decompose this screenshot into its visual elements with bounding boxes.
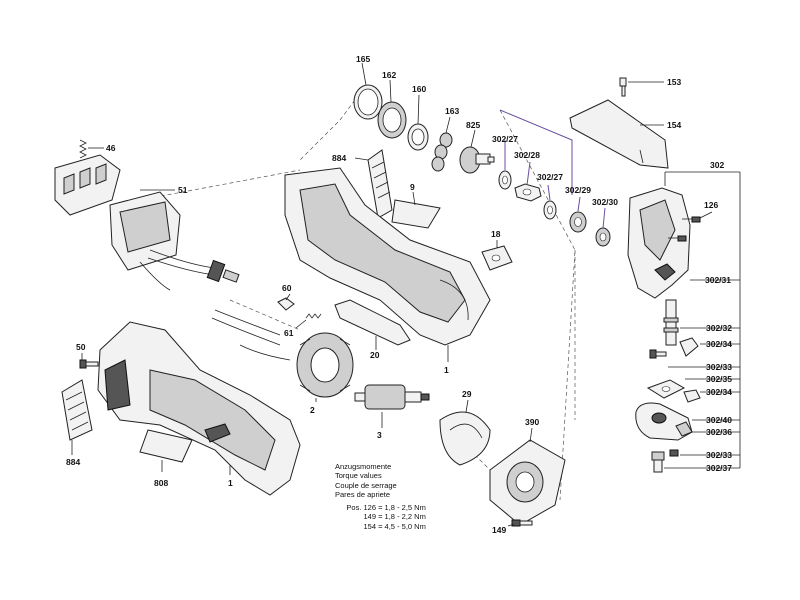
label-163: 163 bbox=[445, 106, 459, 116]
label-884-b: 884 bbox=[66, 457, 80, 467]
label-302-27-b: 302/27 bbox=[537, 172, 563, 182]
label-153: 153 bbox=[667, 77, 681, 87]
torque-heading-fr: Couple de serrage bbox=[335, 480, 397, 490]
part-61-spring bbox=[305, 313, 322, 319]
label-162: 162 bbox=[382, 70, 396, 80]
part-50-screw bbox=[79, 359, 99, 369]
part-3-rotor bbox=[354, 384, 430, 410]
torque-heading-de: Anzugsmomente bbox=[335, 462, 392, 471]
label-825: 825 bbox=[466, 120, 480, 130]
part-302-27-washer-b bbox=[543, 200, 557, 220]
label-2: 2 bbox=[310, 405, 315, 415]
part-20-switch-slide bbox=[334, 299, 411, 346]
part-302-27-washer-a bbox=[498, 170, 512, 190]
label-3: 3 bbox=[377, 430, 382, 440]
label-302-27-a: 302/27 bbox=[492, 134, 518, 144]
torque-pos: Pos. 126 bbox=[346, 503, 376, 513]
part-884-led-cover-bottom bbox=[61, 379, 93, 441]
label-302-37: 302/37 bbox=[706, 463, 732, 473]
label-390: 390 bbox=[525, 417, 539, 427]
label-149: 149 bbox=[492, 525, 506, 535]
part-165-ring bbox=[353, 84, 383, 120]
label-302-31: 302/31 bbox=[705, 275, 731, 285]
part-825-planet-carrier bbox=[459, 146, 495, 174]
torque-value: = 4,5 - 5,0 Nm bbox=[378, 521, 426, 531]
torque-heading-en: Torque values bbox=[335, 471, 382, 481]
torque-row: Pos. 126 = 1,8 - 2,5 Nm bbox=[335, 503, 426, 513]
part-302-30-needle-bearing bbox=[595, 227, 611, 247]
part-9-nameplate bbox=[391, 199, 441, 229]
label-302-36: 302/36 bbox=[706, 427, 732, 437]
label-302-40: 302/40 bbox=[706, 415, 732, 425]
part-60-clip bbox=[277, 297, 295, 311]
label-126: 126 bbox=[704, 200, 718, 210]
part-302-40-die bbox=[635, 402, 693, 441]
label-808: 808 bbox=[154, 478, 168, 488]
part-163-planet-gears bbox=[431, 132, 453, 172]
part-302-35-plate bbox=[646, 379, 686, 399]
part-808-label bbox=[139, 429, 193, 463]
torque-heading-es: Pares de apriete bbox=[335, 489, 391, 499]
part-2-stator bbox=[296, 332, 354, 398]
label-302: 302 bbox=[710, 160, 724, 170]
torque-pos: 154 bbox=[363, 521, 376, 531]
part-153-screw bbox=[619, 77, 627, 97]
label-51: 51 bbox=[178, 185, 188, 195]
part-302-28-eccentric bbox=[514, 183, 542, 202]
part-302-34-clamp-a bbox=[679, 337, 699, 357]
label-302-30: 302/30 bbox=[592, 197, 618, 207]
label-302-28: 302/28 bbox=[514, 150, 540, 160]
part-302-37-bolt bbox=[651, 451, 665, 473]
part-162-ring-gear bbox=[377, 101, 407, 139]
part-302-head-housing bbox=[627, 187, 691, 299]
label-302-35: 302/35 bbox=[706, 374, 732, 384]
part-51-battery-contact-and-electronics bbox=[54, 154, 240, 291]
part-160-ring bbox=[407, 123, 429, 151]
torque-row: 149 = 1,8 - 2,2 Nm bbox=[335, 512, 426, 522]
label-302-29: 302/29 bbox=[565, 185, 591, 195]
label-46: 46 bbox=[106, 143, 116, 153]
label-50: 50 bbox=[76, 342, 86, 352]
torque-values-note: Anzugsmomente Torque values Couple de se… bbox=[335, 462, 426, 531]
label-1-b: 1 bbox=[228, 478, 233, 488]
part-302-33-screw-a bbox=[649, 349, 667, 359]
part-29-fan-baffle bbox=[439, 411, 491, 466]
label-18: 18 bbox=[491, 229, 501, 239]
label-302-33-a: 302/33 bbox=[706, 362, 732, 372]
part-1-housing-half-right bbox=[284, 167, 491, 346]
label-60: 60 bbox=[282, 283, 292, 293]
part-302-29-bearing bbox=[569, 211, 587, 233]
label-302-32: 302/32 bbox=[706, 323, 732, 333]
label-9: 9 bbox=[410, 182, 415, 192]
part-302-33-screw-b bbox=[669, 449, 679, 457]
part-302-34-clamp-b bbox=[683, 389, 701, 403]
wire-harness bbox=[211, 309, 291, 361]
part-126-screws bbox=[668, 216, 701, 242]
torque-pos: 149 bbox=[363, 512, 376, 522]
label-160: 160 bbox=[412, 84, 426, 94]
label-154: 154 bbox=[667, 120, 681, 130]
torque-row: 154 = 4,5 - 5,0 Nm bbox=[335, 521, 426, 531]
part-18-switch bbox=[481, 245, 513, 271]
torque-value: = 1,8 - 2,5 Nm bbox=[378, 503, 426, 513]
part-884-led-cover-top bbox=[367, 149, 393, 219]
part-154-guard-plate bbox=[569, 99, 669, 169]
part-46-spring bbox=[79, 139, 87, 159]
label-20: 20 bbox=[370, 350, 380, 360]
part-1-housing-half-left bbox=[97, 321, 301, 496]
label-61: 61 bbox=[284, 328, 294, 338]
label-884-a: 884 bbox=[332, 153, 346, 163]
label-302-33-b: 302/33 bbox=[706, 450, 732, 460]
label-165: 165 bbox=[356, 54, 370, 64]
torque-value: = 1,8 - 2,2 Nm bbox=[378, 512, 426, 522]
part-390-flange bbox=[489, 439, 566, 526]
part-302-32-punch bbox=[663, 299, 679, 346]
label-302-34-a: 302/34 bbox=[706, 339, 732, 349]
label-1-a: 1 bbox=[444, 365, 449, 375]
part-149-screw bbox=[511, 519, 533, 527]
label-29: 29 bbox=[462, 389, 472, 399]
label-302-34-b: 302/34 bbox=[706, 387, 732, 397]
